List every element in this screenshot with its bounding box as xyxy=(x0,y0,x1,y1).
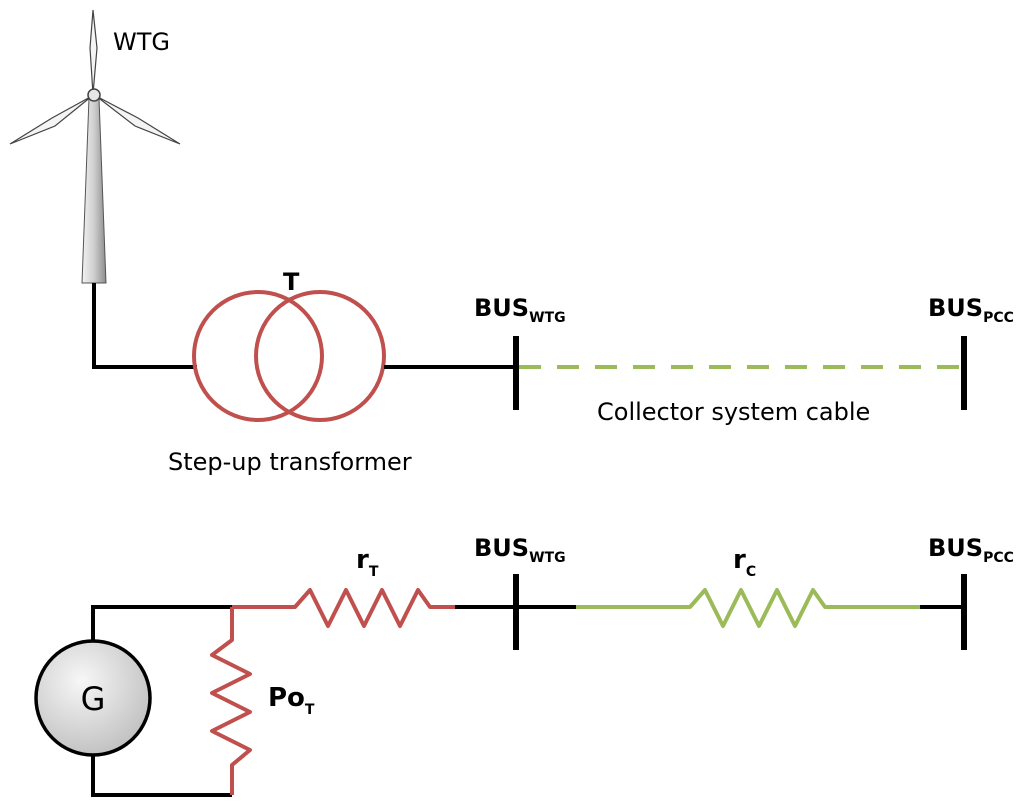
rc-resistor xyxy=(576,588,920,628)
wind-turbine-icon xyxy=(9,9,181,284)
transformer-icon xyxy=(192,290,386,422)
turbine-blade-left xyxy=(9,95,93,145)
bus-wtg-label: BUSWTG xyxy=(474,294,566,326)
transformer-caption: Step-up transformer xyxy=(168,448,412,476)
pot-resistor xyxy=(210,607,252,795)
pot-label: PoT xyxy=(268,683,315,718)
turbine-hub xyxy=(87,88,101,102)
bus-pcc-label: BUSPCC xyxy=(928,294,1014,326)
turbine-wire xyxy=(92,283,197,369)
rt-resistor xyxy=(232,588,516,628)
wtg-label: WTG xyxy=(113,28,170,56)
generator-bottom-wire xyxy=(91,755,232,797)
turbine-blade-right xyxy=(95,95,181,145)
generator-top-wire xyxy=(91,605,232,641)
transformer-winding-primary xyxy=(192,290,324,422)
turbine-tower xyxy=(81,97,107,284)
bus-pcc-label-bottom: BUSPCC xyxy=(928,534,1014,566)
transformer-winding-secondary xyxy=(254,290,386,422)
bus-wtg-label-bottom: BUSWTG xyxy=(474,534,566,566)
rt-label: rT xyxy=(356,545,379,580)
rc-label: rC xyxy=(733,545,756,580)
cable-caption: Collector system cable xyxy=(597,398,870,426)
turbine-blade-up xyxy=(89,9,98,95)
transformer-label: T xyxy=(283,268,300,296)
generator-label: G xyxy=(81,680,106,718)
